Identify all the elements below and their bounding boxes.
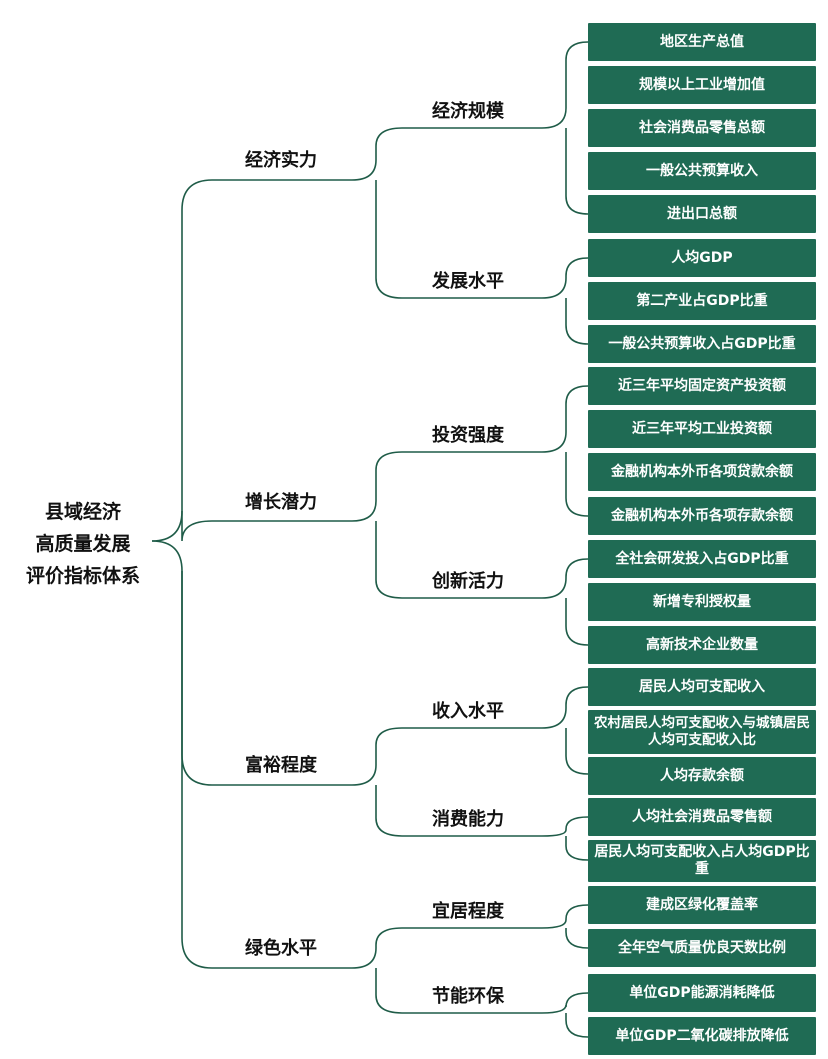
indicator-box: 人均GDP <box>588 239 816 277</box>
indicator-box: 金融机构本外币各项贷款余额 <box>588 453 816 491</box>
bracket-fycd-bottom <box>375 785 403 837</box>
sub-income-level: 收入水平 <box>432 701 504 722</box>
indicator-box: 近三年平均固定资产投资额 <box>588 367 816 405</box>
branch-affluence: 富裕程度 <box>245 755 317 776</box>
branch-economic-strength: 经济实力 <box>245 150 317 171</box>
bracket-jjsl-bottom <box>375 180 403 299</box>
indicator-box: 规模以上工业增加值 <box>588 66 816 104</box>
indicator-box: 农村居民人均可支配收入与城镇居民人均可支配收入比 <box>588 710 816 754</box>
sub-energy-environment: 节能环保 <box>432 986 504 1007</box>
bracket-lssp-bottom <box>375 968 403 1014</box>
indicator-box: 近三年平均工业投资额 <box>588 410 816 448</box>
sub-economic-scale: 经济规模 <box>432 101 504 122</box>
root-node: 县域经济 高质量发展 评价指标体系 <box>4 496 162 592</box>
indicator-box: 单位GDP能源消耗降低 <box>588 974 816 1012</box>
root-connector-4 <box>181 571 213 969</box>
sub-investment-intensity: 投资强度 <box>432 425 504 446</box>
indicator-box: 第二产业占GDP比重 <box>588 282 816 320</box>
branch-growth-potential: 增长潜力 <box>245 492 317 513</box>
indicator-box: 单位GDP二氧化碳排放降低 <box>588 1017 816 1055</box>
root-line-1: 县域经济 <box>44 501 121 523</box>
indicator-box: 居民人均可支配收入 <box>588 668 816 706</box>
indicator-box: 社会消费品零售总额 <box>588 109 816 147</box>
indicator-box: 一般公共预算收入 <box>588 152 816 190</box>
indicator-box: 居民人均可支配收入占人均GDP比重 <box>588 840 816 882</box>
indicator-box: 人均社会消费品零售额 <box>588 798 816 836</box>
indicator-box: 高新技术企业数量 <box>588 626 816 664</box>
bracket-zzql-bottom <box>375 521 403 599</box>
indicator-box: 全社会研发投入占GDP比重 <box>588 540 816 578</box>
sub-livability: 宜居程度 <box>432 901 504 922</box>
sub-consumption-capacity: 消费能力 <box>432 809 504 830</box>
branch-green-level: 绿色水平 <box>245 938 317 959</box>
bracket-fycd-top <box>351 727 403 786</box>
sub-development-level: 发展水平 <box>432 271 504 292</box>
bracket-jjsl-top <box>351 127 403 181</box>
bracket-lssp-top <box>351 927 403 969</box>
indicator-box: 一般公共预算收入占GDP比重 <box>588 325 816 363</box>
indicator-box: 金融机构本外币各项存款余额 <box>588 497 816 535</box>
indicator-box: 进出口总额 <box>588 195 816 233</box>
indicator-box: 地区生产总值 <box>588 23 816 61</box>
indicator-box: 建成区绿化覆盖率 <box>588 886 816 924</box>
root-line-2: 高质量发展 <box>35 533 131 555</box>
bracket-zzql-top <box>351 451 403 522</box>
root-connector-1 <box>151 179 213 542</box>
indicator-box: 新增专利授权量 <box>588 583 816 621</box>
sub-innovation-vitality: 创新活力 <box>432 571 504 592</box>
root-connector-2 <box>181 511 213 542</box>
indicator-box: 全年空气质量优良天数比例 <box>588 929 816 967</box>
indicator-box: 人均存款余额 <box>588 757 816 795</box>
root-line-3: 评价指标体系 <box>25 565 140 587</box>
